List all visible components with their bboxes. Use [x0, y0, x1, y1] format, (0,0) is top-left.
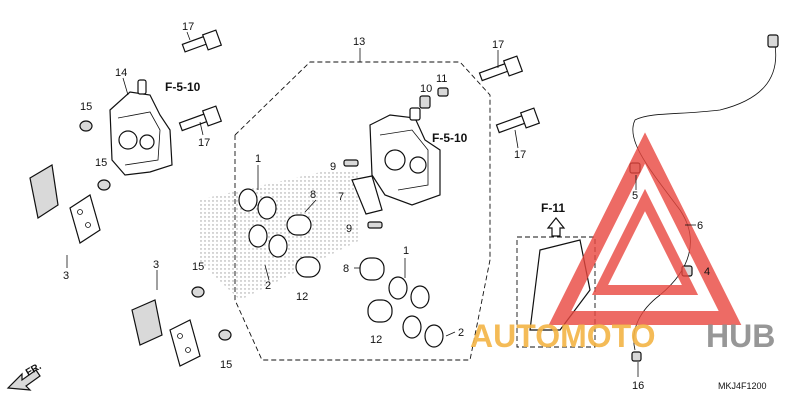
- label-5: 5: [632, 190, 638, 202]
- label-15-a: 15: [80, 101, 92, 113]
- fork-leg: [529, 239, 591, 331]
- direction-label: FR.: [24, 361, 44, 379]
- bleeder-cap: [437, 87, 449, 97]
- cap-d: [218, 329, 232, 341]
- seals-right: [388, 276, 444, 348]
- label-15-c: 15: [192, 261, 204, 273]
- label-1-right: 1: [403, 245, 409, 257]
- ref-left: F-5-10: [165, 80, 201, 94]
- left-caliper: [109, 79, 173, 176]
- watermark-text-b: HUB: [706, 318, 775, 354]
- label-16: 16: [632, 380, 644, 392]
- label-12-left: 12: [296, 291, 308, 303]
- inset-arrow: [546, 217, 566, 237]
- label-7: 7: [338, 191, 344, 203]
- label-8-upper: 8: [310, 189, 316, 201]
- seals-left: [238, 188, 288, 258]
- watermark-text-a: AUTOMOTO: [470, 318, 655, 354]
- label-15-d: 15: [220, 359, 232, 371]
- label-17-top-right: 17: [492, 39, 504, 51]
- leader-lines: [66, 31, 696, 377]
- label-14: 14: [115, 67, 127, 79]
- label-4: 4: [704, 266, 710, 278]
- pad-pin: [351, 175, 383, 215]
- diagram-code: MKJ4F1200: [718, 381, 767, 391]
- label-11: 11: [436, 73, 447, 85]
- label-15-b: 15: [95, 157, 107, 169]
- clip-upper: [343, 159, 359, 167]
- ref-inset: F-11: [541, 201, 565, 215]
- cap-a: [79, 120, 93, 132]
- watermark-logo: [548, 132, 742, 325]
- label-9-upper: 9: [330, 161, 336, 173]
- label-9-lower: 9: [346, 223, 352, 235]
- label-3-left: 3: [63, 270, 69, 282]
- bolt-mid-right: [495, 107, 541, 134]
- ref-right: F-5-10: [432, 131, 468, 145]
- label-13: 13: [353, 36, 365, 48]
- bolt-16: [631, 351, 642, 362]
- bolt-top-right: [478, 55, 524, 82]
- brake-pads-left: [29, 164, 101, 244]
- bolt-top-left: [181, 29, 223, 53]
- cap-c: [191, 286, 205, 298]
- cap-b: [97, 179, 111, 191]
- connector: [767, 34, 779, 48]
- pistons: [286, 214, 393, 323]
- bolt-mid-left: [178, 105, 223, 132]
- brake-pads-lower: [131, 299, 201, 367]
- label-3-lower: 3: [153, 259, 159, 271]
- bleeder: [419, 95, 431, 109]
- label-6: 6: [697, 220, 703, 232]
- label-17-top-left: 17: [182, 21, 194, 33]
- label-1-left: 1: [255, 153, 261, 165]
- direction-arrow: [6, 369, 41, 391]
- label-10: 10: [420, 83, 432, 95]
- sensor-wire: [632, 44, 777, 351]
- label-12-right: 12: [370, 334, 382, 346]
- label-2-left: 2: [265, 280, 271, 292]
- label-17-mid-right: 17: [514, 149, 526, 161]
- clip-lower: [367, 221, 383, 229]
- right-caliper: [369, 107, 441, 206]
- label-8-lower: 8: [343, 263, 349, 275]
- label-2-right: 2: [458, 327, 464, 339]
- label-17-mid-left: 17: [198, 137, 210, 149]
